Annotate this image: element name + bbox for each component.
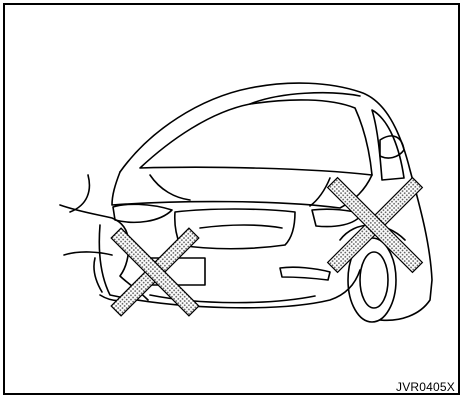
- windshield-outline: [139, 99, 373, 176]
- roof-line: [249, 91, 361, 105]
- side-window: [371, 109, 405, 181]
- x-mark-bumper: [110, 227, 200, 317]
- front-bumper: [98, 224, 361, 309]
- bumper-lower: [149, 294, 316, 304]
- headlight-left: [112, 203, 173, 224]
- mirror: [379, 135, 405, 159]
- front-wheel-hub: [359, 251, 389, 309]
- hood-crease-left: [149, 174, 191, 201]
- grille-bar: [199, 224, 283, 229]
- car-body-outline: [119, 82, 433, 322]
- fog-light-right: [279, 266, 331, 281]
- hood-crease-right: [309, 177, 331, 207]
- x-mark-fender: [326, 176, 424, 274]
- figure-code-label: JVR0405X: [396, 380, 455, 394]
- figure-frame: [3, 3, 460, 395]
